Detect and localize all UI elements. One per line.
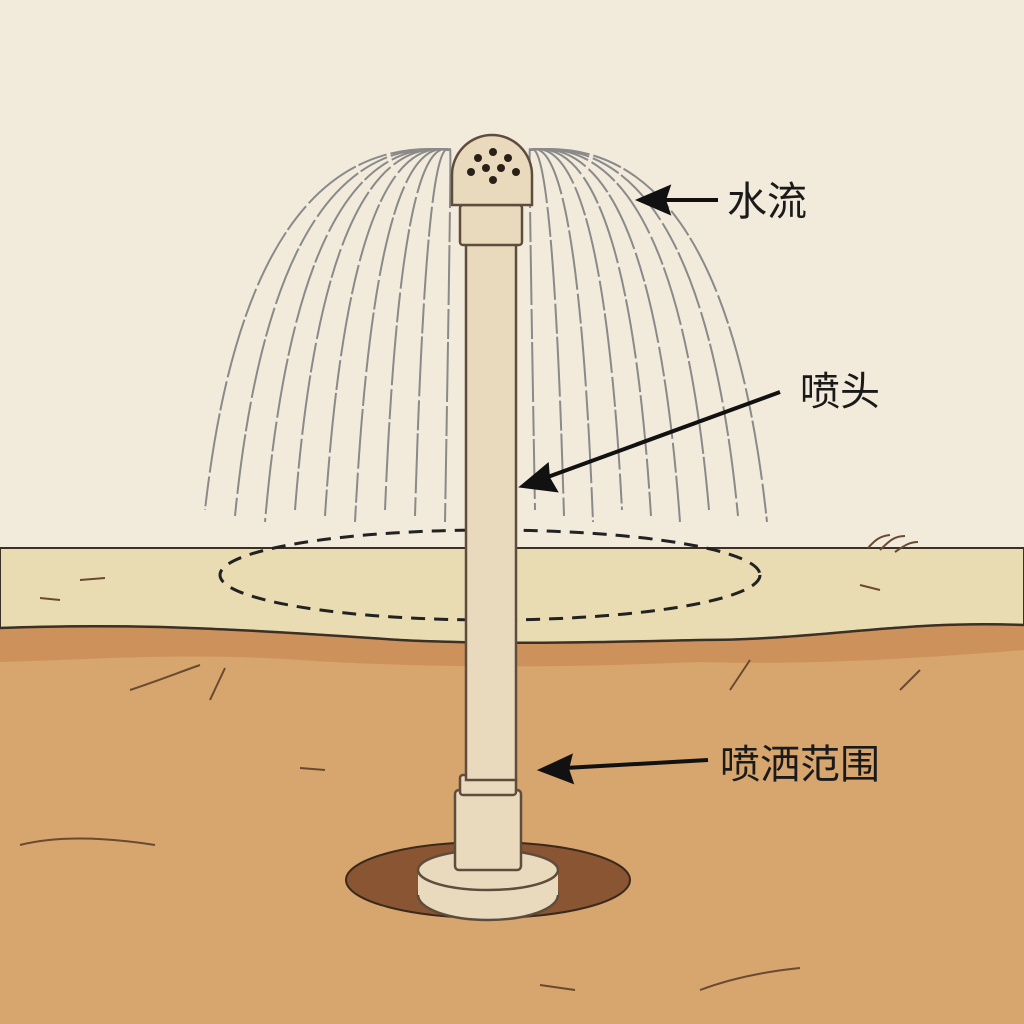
water-stream: [529, 148, 594, 523]
water-stream: [529, 148, 739, 517]
water-stream: [529, 148, 710, 511]
water-stream: [414, 148, 451, 517]
soil-scratches: [19, 534, 921, 991]
water-stream: [529, 148, 623, 511]
pipe-shaft: [464, 238, 518, 782]
label-spray-range: 喷洒范围: [720, 742, 880, 788]
water-stream: [529, 148, 565, 517]
soil-edge-line: [0, 622, 1024, 644]
label-water-flow: 水流: [727, 179, 807, 225]
water-stream: [294, 148, 451, 511]
nozzle-holes: [467, 148, 520, 184]
water-stream: [324, 148, 451, 517]
water-stream: [529, 148, 681, 523]
label-nozzle: 喷头: [800, 369, 880, 415]
water-stream: [529, 148, 768, 523]
callout-arrows: [518, 184, 781, 785]
water-stream: [528, 148, 536, 511]
sprinkler-pipe: [416, 133, 560, 922]
water-stream: [354, 148, 451, 523]
water-stream: [384, 148, 451, 511]
water-stream: [264, 148, 451, 523]
nozzle-head: [450, 133, 534, 207]
water-stream: [234, 148, 451, 517]
water-stream: [204, 148, 451, 511]
nozzle-collar: [458, 203, 524, 247]
water-streams: [204, 148, 768, 523]
water-stream: [529, 148, 652, 517]
pipe-coupling: [453, 788, 523, 872]
water-stream: [444, 148, 452, 523]
